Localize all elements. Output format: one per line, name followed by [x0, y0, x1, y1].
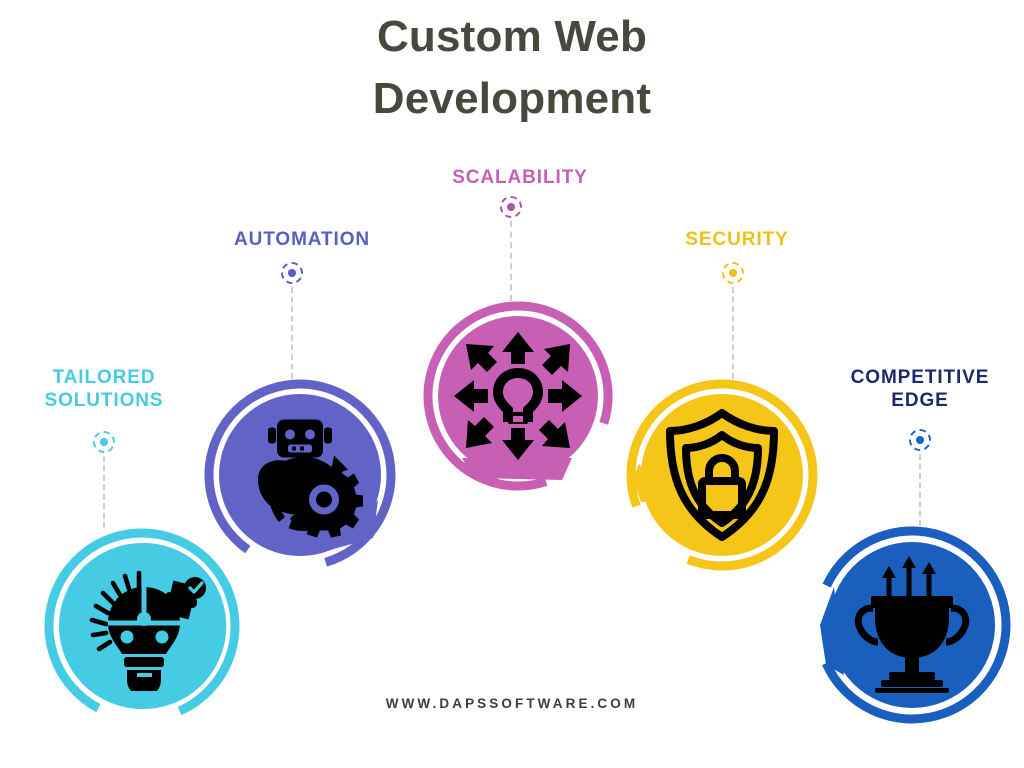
marker-competitive-edge [909, 429, 931, 451]
label-security: SECURITY [685, 229, 789, 250]
robot-gear-icon [230, 408, 370, 543]
page-title-line-1: Custom Web [376, 12, 648, 61]
label-competitive-edge: COMPETITIVE EDGE [850, 367, 990, 412]
bubble-tailored-solutions[interactable] [43, 527, 241, 725]
bubble-ring-competitive-edge [813, 526, 1011, 724]
bubble-scalability[interactable] [422, 300, 614, 492]
bubble-ring-scalability [423, 301, 613, 491]
marker-security [722, 262, 744, 284]
label-scalability: SCALABILITY [452, 167, 588, 188]
marker-scalability [500, 196, 522, 218]
footer-url: WWW.DAPSSOFTWARE.COM [385, 696, 639, 711]
stem-security [732, 287, 734, 379]
stem-automation [291, 287, 293, 379]
stem-tailored-solutions [103, 456, 105, 528]
trophy-arrows-icon [845, 556, 979, 694]
stem-competitive-edge [919, 454, 921, 526]
bubble-security[interactable] [625, 378, 819, 572]
page-title: Custom Web Development [0, 6, 1024, 131]
bubble-ring-automation [204, 379, 396, 571]
page-title-line-2: Development [372, 74, 652, 124]
lightbulb-arrows-icon [452, 330, 584, 462]
marker-automation [281, 262, 303, 284]
bubble-competitive-edge[interactable] [812, 525, 1012, 725]
marker-tailored-solutions [93, 431, 115, 453]
bubble-automation[interactable] [203, 378, 397, 572]
label-tailored-solutions: TAILORED SOLUTIONS [44, 367, 164, 412]
label-automation: AUTOMATION [233, 229, 370, 250]
stem-scalability [510, 221, 512, 301]
bubble-ring-security [626, 379, 818, 571]
lightbulb-puzzle-icon [77, 561, 207, 691]
bubble-disc-security [633, 394, 803, 556]
bubble-ring-tailored-solutions [44, 528, 240, 724]
shield-lock-icon [658, 407, 786, 543]
